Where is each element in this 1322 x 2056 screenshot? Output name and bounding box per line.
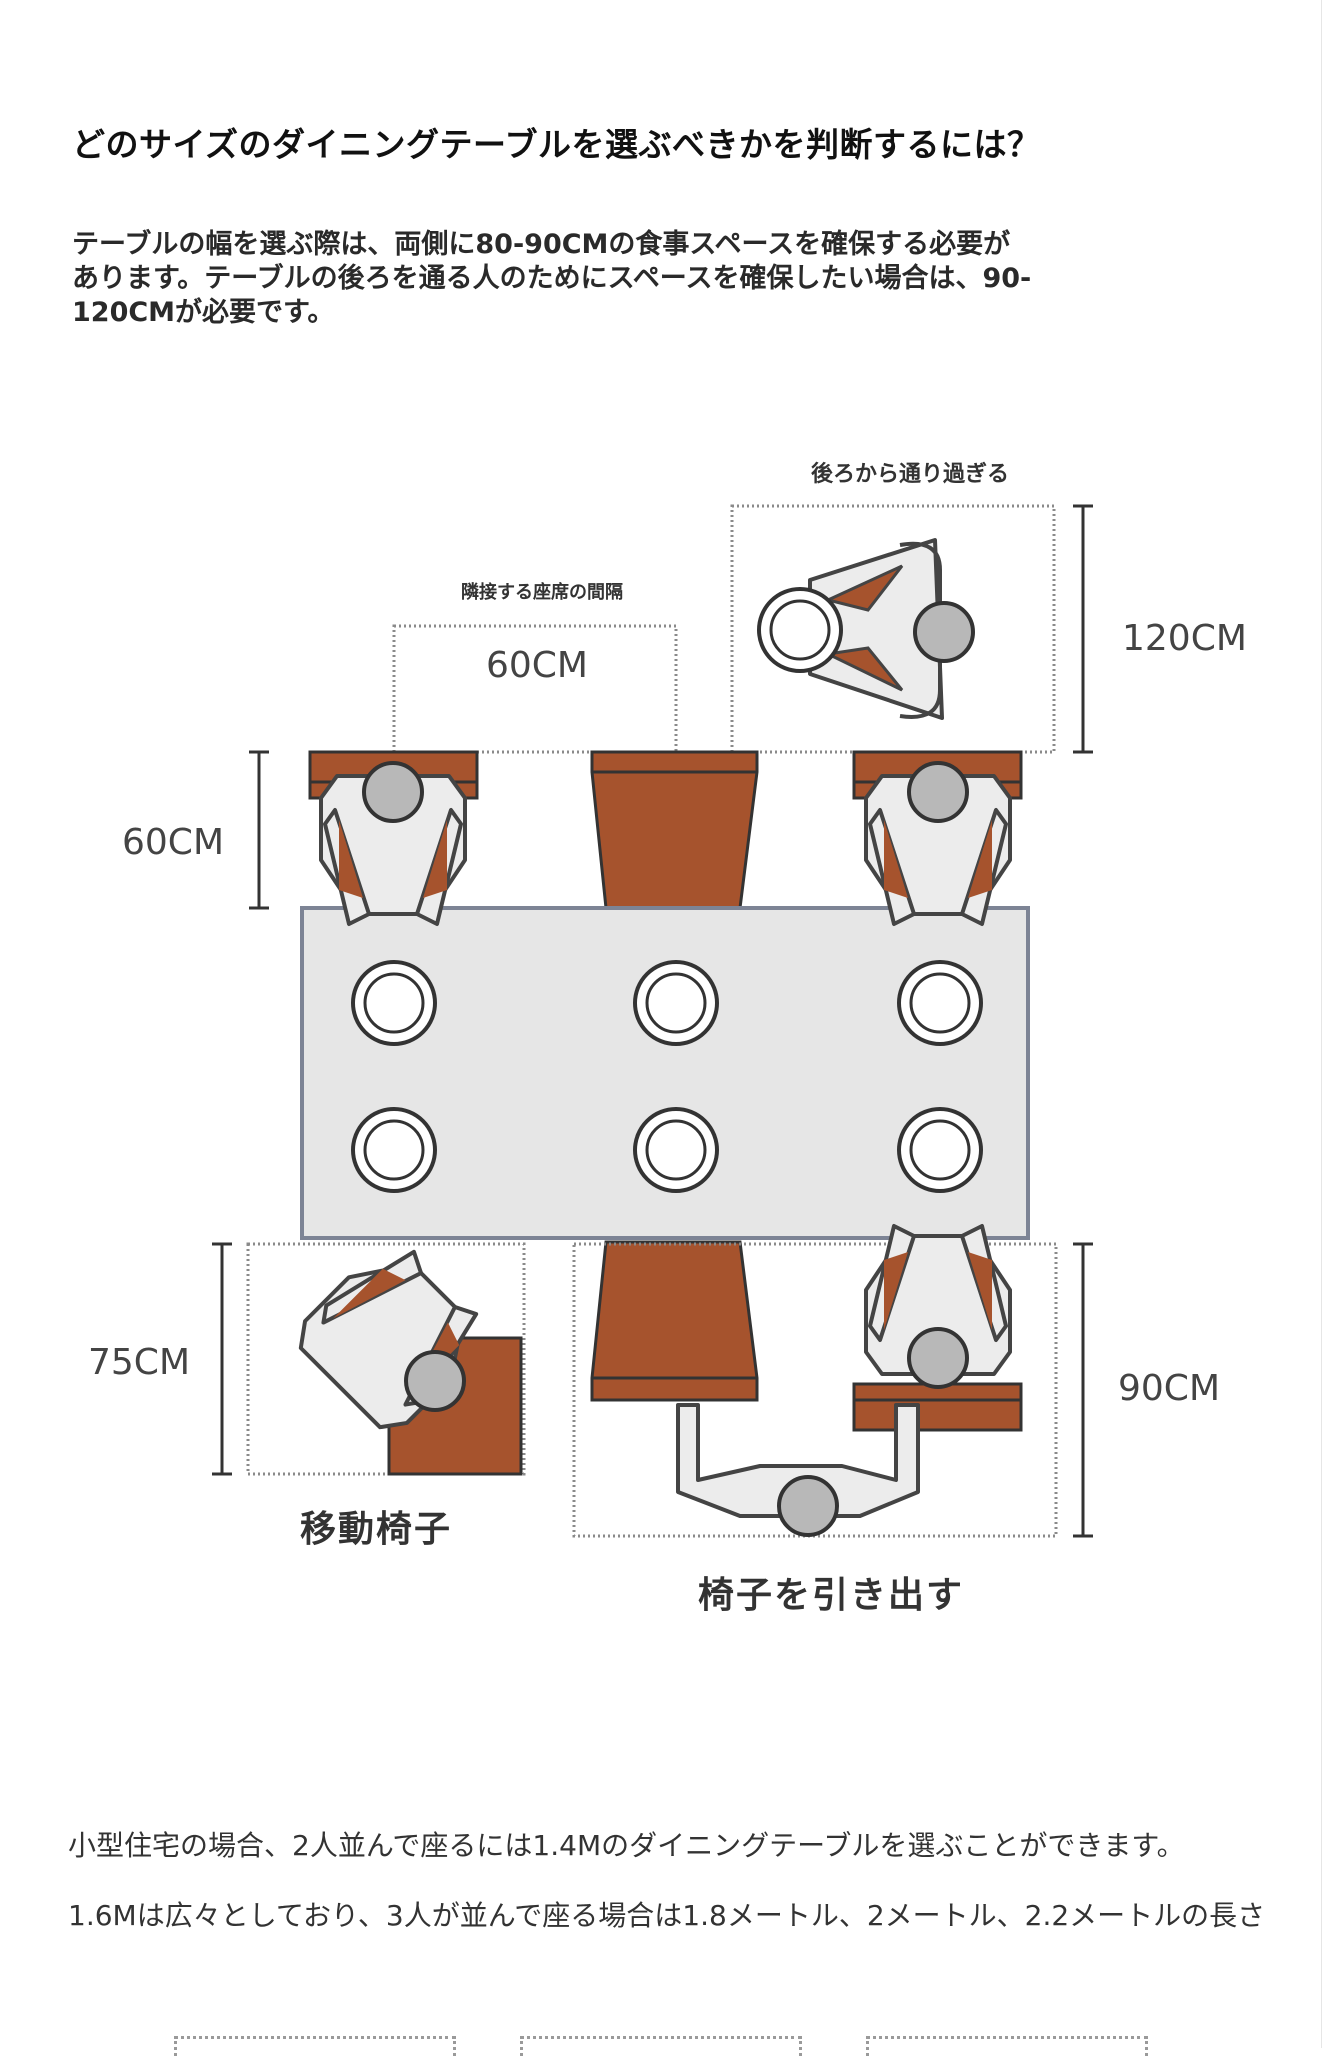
chair-bottom-middle-empty [590,1240,759,1402]
plate-3 [897,960,983,1046]
plate-2 [633,960,719,1046]
dim-60cm-seat: 60CM [122,822,224,863]
zone-pass-behind [730,504,1056,754]
person-pulling-chair [676,1403,920,1537]
chair-top-middle-empty [590,750,759,910]
dining-space-diagram: 後ろから通り過ぎる 120CM 隣接する座席の間隔 60CM 60CM [88,461,1247,1538]
person-top-right [864,761,1012,926]
person-passing-behind [757,538,975,720]
page-title: どのサイズのダイニングテーブルを選ぶべきかを判断するには？ [72,125,1041,164]
chair-bottom-right [852,1382,1023,1432]
dim-90cm: 90CM [1118,1368,1220,1409]
zone-move-chair [246,1242,526,1476]
paragraph-small-home: 小型住宅の場合、2人並んで座るには1.4Mのダイニングテーブルを選ぶことができま… [68,1829,1185,1862]
intro-paragraph: テーブルの幅を選ぶ際は、両側に80-90CMの食事スペースを確保する必要がありま… [72,229,1032,328]
label-adjacent-gap: 隣接する座席の間隔 [461,581,623,603]
plate-4 [351,1107,437,1193]
bottom-box-3 [866,2036,1148,2056]
plate-1 [351,960,437,1046]
plate-5 [633,1107,719,1193]
paragraph-table-lengths: 1.6Mは広々としており、3人が並んで座る場合は1.8メートル、2メートル、2.… [68,1899,1266,1932]
dim-120cm: 120CM [1122,618,1247,659]
person-bottom-right [864,1224,1012,1389]
plate-6 [897,1107,983,1193]
zone-adjacent-gap [392,624,678,754]
bottom-box-1 [174,2036,456,2056]
label-pull-chair: 椅子を引き出す [698,1575,965,1616]
bottom-box-2 [520,2036,802,2056]
dim-60cm-gap: 60CM [486,645,588,686]
dim-75cm: 75CM [88,1342,190,1383]
person-top-left [319,761,467,926]
label-move-chair: 移動椅子 [300,1509,453,1550]
label-pass-behind: 後ろから通り過ぎる [811,461,1009,487]
